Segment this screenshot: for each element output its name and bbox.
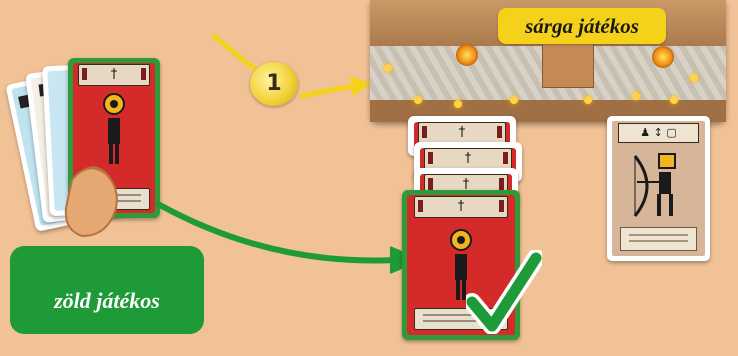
- brazier-icon: [652, 46, 674, 68]
- green-arrow: [150, 196, 430, 286]
- archer-figure: [629, 150, 689, 222]
- archer-caption: [620, 227, 697, 251]
- hand-icon: [58, 160, 138, 240]
- torch-icon: [414, 96, 422, 104]
- brazier-icon: [456, 44, 478, 66]
- card-banner: †: [78, 64, 150, 86]
- torch-icon: [690, 74, 698, 82]
- torch-icon: [670, 96, 678, 104]
- torch-icon: [384, 64, 392, 72]
- check-icon: [466, 250, 542, 334]
- warrior-figure: [96, 90, 132, 170]
- torch-icon: [454, 100, 462, 108]
- dagger-icon: †: [107, 67, 121, 83]
- archer-card[interactable]: ♟ ↕ ▢: [607, 116, 710, 261]
- torch-icon: [584, 96, 592, 104]
- coin-icon: 1: [250, 62, 298, 106]
- torch-icon: [510, 96, 518, 104]
- yellow-player-label: sárga játékos: [498, 8, 666, 44]
- archer-banner: ♟ ↕ ▢: [618, 123, 699, 143]
- torch-icon: [632, 92, 640, 100]
